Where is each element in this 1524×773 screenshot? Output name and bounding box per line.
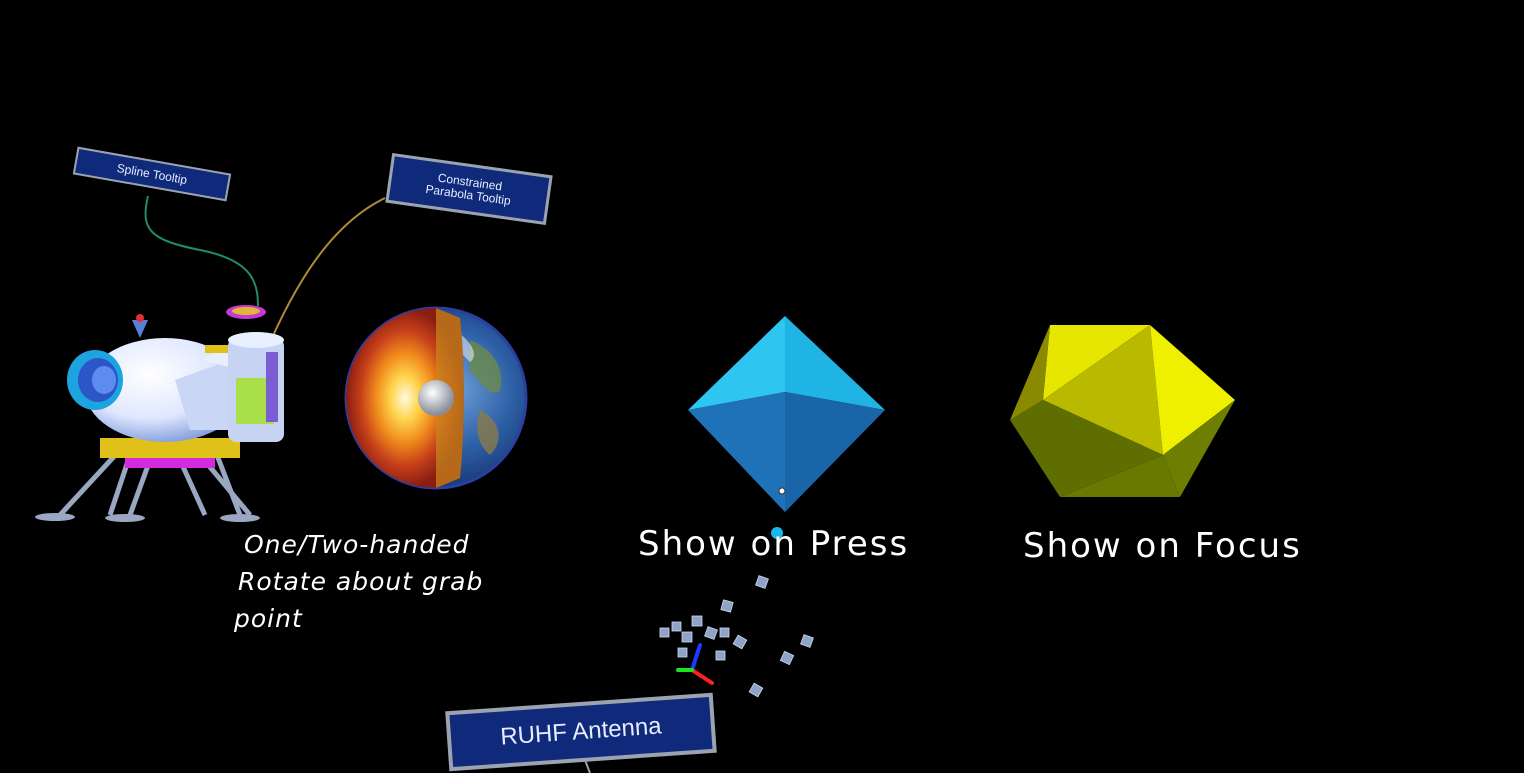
transform-axes-gizmo	[676, 643, 714, 685]
rotate-label-line-3: point	[234, 604, 303, 633]
lunar-lander-model	[35, 305, 284, 522]
rotate-instruction-label: One/Two-handed Rotate about grab point	[234, 526, 483, 637]
parabola-tooltip-label: Constrained Parabola Tooltip	[424, 171, 512, 208]
parabola-tooltip-connector	[271, 197, 386, 339]
octahedron	[688, 316, 885, 512]
antenna-tooltip-label: RUHF Antenna	[499, 712, 663, 752]
rotate-label-line-2: Rotate about grab	[238, 567, 484, 596]
earth-core-cutaway-model	[344, 306, 528, 490]
rotate-label-line-1: One/Two-handed	[244, 530, 470, 559]
pointer-dot	[771, 527, 783, 539]
icosahedron	[1010, 325, 1235, 497]
antenna-tooltip-connector	[584, 759, 591, 773]
show-on-press-label: Show on Press	[638, 524, 910, 564]
spline-tooltip-label: Spline Tooltip	[115, 160, 189, 187]
show-on-focus-label: Show on Focus	[1023, 526, 1302, 566]
spline-tooltip-connector	[144, 195, 259, 307]
